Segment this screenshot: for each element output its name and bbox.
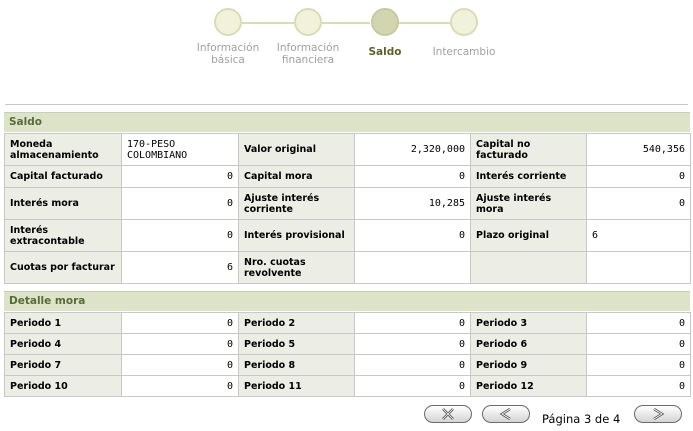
table-row: Interés extracontable 0 Interés provisio… <box>4 219 691 252</box>
table-row: Moneda almacenamiento 170-PESO COLOMBIAN… <box>4 133 691 166</box>
field-value <box>354 251 471 284</box>
section-header-saldo: Saldo <box>4 112 690 132</box>
step-circle <box>294 8 322 36</box>
step-connector <box>398 22 450 24</box>
field-label: Periodo 3 <box>470 312 587 334</box>
field-value: 0 <box>354 333 471 355</box>
field-label: Moneda almacenamiento <box>4 133 122 166</box>
wizard-stepper: Información básica Información financier… <box>180 8 520 88</box>
field-label: Nro. cuotas revolvente <box>238 251 355 284</box>
table-row: Capital facturado 0 Capital mora 0 Inter… <box>4 165 691 188</box>
step-informacion-basica[interactable]: Información básica <box>183 8 273 66</box>
field-label: Interés provisional <box>238 219 355 252</box>
field-value: 0 <box>121 375 239 397</box>
field-value: 6 <box>121 251 239 284</box>
field-label: Periodo 11 <box>238 375 355 397</box>
close-button[interactable] <box>424 405 472 423</box>
step-label: Saldo <box>368 46 402 58</box>
field-value: 0 <box>121 219 239 252</box>
field-value: 0 <box>586 375 691 397</box>
field-label: Interés mora <box>4 187 122 220</box>
step-label-line: Información <box>276 42 340 54</box>
table-row: Interés mora 0 Ajuste interés corriente … <box>4 187 691 220</box>
field-value: 170-PESO COLOMBIANO <box>121 133 239 166</box>
page-indicator: Página 3 de 4 <box>542 412 621 426</box>
field-label: Periodo 5 <box>238 333 355 355</box>
field-value: 10,285 <box>354 187 471 220</box>
field-label: Periodo 6 <box>470 333 587 355</box>
table-row: Periodo 1 0 Periodo 2 0 Periodo 3 0 <box>4 312 691 334</box>
next-page-button[interactable] <box>634 405 682 423</box>
field-value: 2,320,000 <box>354 133 471 166</box>
close-x-icon <box>442 408 454 420</box>
step-connector <box>322 22 370 24</box>
field-value: 0 <box>121 312 239 334</box>
field-value: 0 <box>354 165 471 188</box>
field-label: Plazo original <box>470 219 587 252</box>
divider <box>5 104 688 105</box>
step-intercambio[interactable]: Intercambio <box>419 8 509 58</box>
field-value: 0 <box>586 165 691 188</box>
field-value: 6 <box>586 219 691 252</box>
field-value: 0 <box>354 312 471 334</box>
field-value: 0 <box>354 375 471 397</box>
field-label: Periodo 10 <box>4 375 122 397</box>
field-value: 0 <box>586 312 691 334</box>
step-saldo[interactable]: Saldo <box>340 8 430 58</box>
field-label: Periodo 2 <box>238 312 355 334</box>
step-circle <box>214 8 242 36</box>
table-row: Periodo 10 0 Periodo 11 0 Periodo 12 0 <box>4 375 691 397</box>
field-label: Interés corriente <box>470 165 587 188</box>
table-row: Periodo 7 0 Periodo 8 0 Periodo 9 0 <box>4 354 691 376</box>
field-value: 0 <box>586 187 691 220</box>
field-label: Periodo 8 <box>238 354 355 376</box>
field-label: Capital facturado <box>4 165 122 188</box>
field-label: Capital mora <box>238 165 355 188</box>
step-label-line: Información <box>196 42 260 54</box>
table-row: Periodo 4 0 Periodo 5 0 Periodo 6 0 <box>4 333 691 355</box>
field-label: Periodo 1 <box>4 312 122 334</box>
field-value: 0 <box>354 219 471 252</box>
step-informacion-financiera[interactable]: Información financiera <box>263 8 353 66</box>
field-value: 0 <box>354 354 471 376</box>
field-label <box>470 251 587 284</box>
chevron-left-icon <box>499 408 511 420</box>
field-value <box>586 251 691 284</box>
field-label: Ajuste interés corriente <box>238 187 355 220</box>
step-label-line: financiera <box>281 54 335 66</box>
table-row: Cuotas por facturar 6 Nro. cuotas revolv… <box>4 251 691 284</box>
field-label: Cuotas por facturar <box>4 251 122 284</box>
step-circle <box>371 8 399 36</box>
field-value: 0 <box>586 333 691 355</box>
field-label: Periodo 9 <box>470 354 587 376</box>
field-label: Capital no facturado <box>470 133 587 166</box>
field-value: 0 <box>121 187 239 220</box>
field-label: Valor original <box>238 133 355 166</box>
step-label: Información básica <box>183 42 273 66</box>
field-label: Ajuste interés mora <box>470 187 587 220</box>
step-label-line: básica <box>211 54 245 66</box>
field-value: 0 <box>586 354 691 376</box>
field-label: Periodo 7 <box>4 354 122 376</box>
saldo-table: Moneda almacenamiento 170-PESO COLOMBIAN… <box>4 133 691 284</box>
step-circle <box>450 8 478 36</box>
field-label: Periodo 4 <box>4 333 122 355</box>
field-value: 540,356 <box>586 133 691 166</box>
section-header-detalle-mora: Detalle mora <box>4 291 690 311</box>
chevron-right-icon <box>653 408 665 420</box>
field-value: 0 <box>121 333 239 355</box>
field-label: Interés extracontable <box>4 219 122 252</box>
detalle-mora-table: Periodo 1 0 Periodo 2 0 Periodo 3 0 Peri… <box>4 312 691 397</box>
step-connector <box>242 22 294 24</box>
field-value: 0 <box>121 165 239 188</box>
previous-page-button[interactable] <box>482 405 530 423</box>
field-label: Periodo 12 <box>470 375 587 397</box>
step-label: Intercambio <box>432 46 496 58</box>
step-label: Información financiera <box>263 42 353 66</box>
field-value: 0 <box>121 354 239 376</box>
